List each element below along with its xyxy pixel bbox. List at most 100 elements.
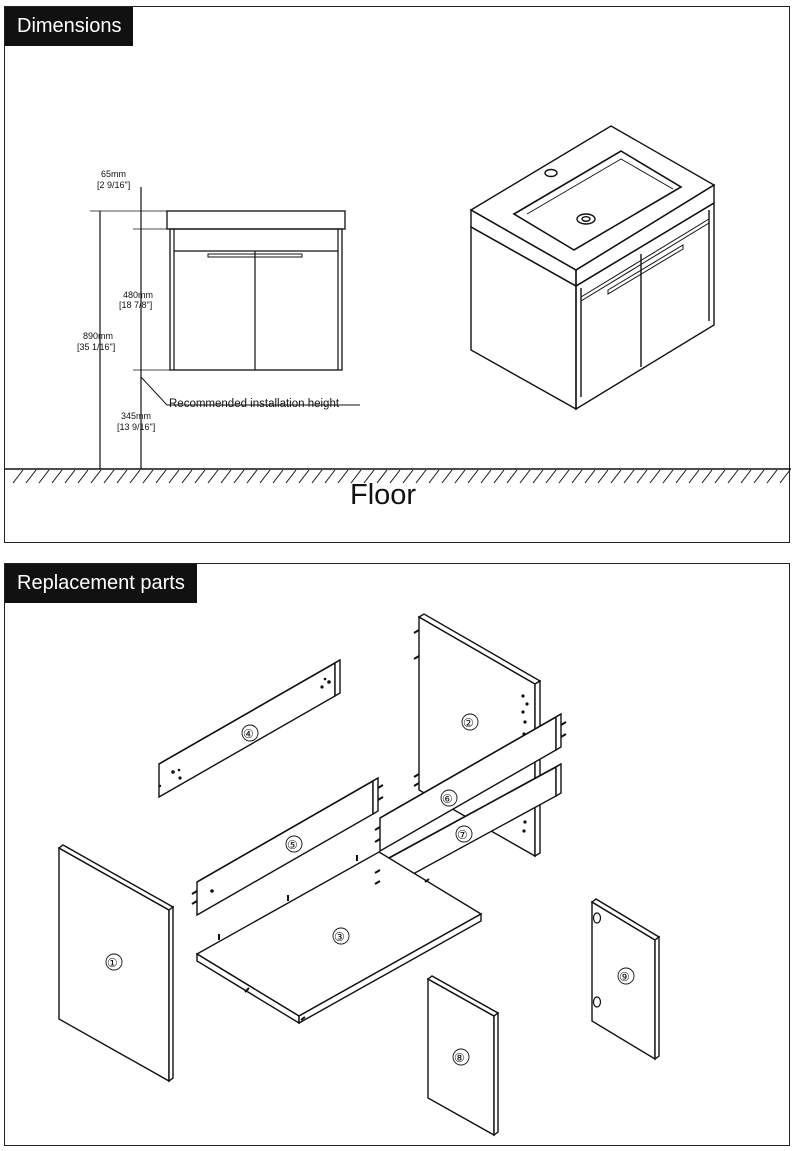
replacement-parts-panel: Replacement parts [4,563,790,1146]
recommended-height-label: Recommended installation height [169,398,340,410]
floor-hatch-mark [298,469,310,484]
floor-hatch-mark [779,469,791,484]
recommended-height-leader [140,376,360,406]
part-4-marker [241,724,259,742]
floor-hatch-mark [38,469,50,484]
part-6-label: ⑥ [442,792,453,806]
floor-hatch-mark [64,469,76,484]
floor-hatch-mark [727,469,739,484]
floor-hatch-mark [194,469,206,484]
floor-hatch-mark [766,469,778,484]
part-7-marker [455,825,473,843]
part-2-marker [461,713,479,731]
floor-hatch-mark [129,469,141,484]
floor-hatch-mark [649,469,661,484]
floor-hatch-mark [519,469,531,484]
cabinet-height-mm: 480mm [123,290,153,300]
floor-hatch-mark [142,469,154,484]
floor-hatch-mark [272,469,284,484]
floor-hatch-mark [636,469,648,484]
floor-hatch-mark [480,469,492,484]
part-5-marker [285,835,303,853]
floor-hatch-mark [428,469,440,484]
floor-hatch-mark [233,469,245,484]
floor-hatch-mark [623,469,635,484]
floor-hatch-mark [740,469,752,484]
floor-gap-mm: 345mm [121,411,151,421]
floor-hatch-mark [246,469,258,484]
exploded-parts-diagram: ① ② ③ ④ ⑤ ⑥ ⑦ ⑧ ⑨ [57,613,661,1137]
floor-hatch-mark [311,469,323,484]
floor-gap-in: [13 9/16"] [117,422,155,432]
part-9-label: ⑨ [619,970,630,984]
dowel-pins [191,629,567,1021]
part-6-marker [440,789,458,807]
floor-hatching [12,469,791,484]
floor-hatch-mark [688,469,700,484]
floor-hatch-mark [675,469,687,484]
total-height-mm: 890mm [83,331,113,341]
floor-hatch-mark [285,469,297,484]
part-5-rail [196,776,379,917]
part-8-marker [452,1048,470,1066]
floor-hatch-mark [532,469,544,484]
floor-hatch-mark [51,469,63,484]
dimensions-diagram: 65mm [2 9/16"] 480mm [18 7/8"] 890mm [35… [5,125,791,511]
floor-hatch-mark [12,469,24,484]
part-3-label: ③ [334,930,345,944]
floor-hatch-mark [571,469,583,484]
floor-hatch-mark [610,469,622,484]
floor-hatch-mark [584,469,596,484]
part-2-label: ② [463,716,474,730]
floor-hatch-mark [220,469,232,484]
floor-hatch-mark [116,469,128,484]
floor-hatch-mark [324,469,336,484]
floor-hatch-mark [376,469,388,484]
floor-hatch-mark [597,469,609,484]
part-4-label: ④ [243,727,254,741]
floor-hatch-mark [558,469,570,484]
floor-hatch-mark [714,469,726,484]
floor-label: Floor [350,479,416,511]
floor-hatch-mark [402,469,414,484]
floor-hatch-mark [467,469,479,484]
part-9-marker [617,967,635,985]
front-view-vanity [166,210,346,371]
floor-hatch-mark [350,469,362,484]
door-hinges [592,912,602,1008]
dimensions-panel: Dimensions [4,6,791,543]
floor-hatch-mark [415,469,427,484]
floor-hatch-mark [506,469,518,484]
floor-hatch-mark [259,469,271,484]
floor-hatch-mark [207,469,219,484]
floor-hatch-mark [545,469,557,484]
floor-hatch-mark [701,469,713,484]
part-5-label: ⑤ [287,838,298,852]
floor-hatch-mark [181,469,193,484]
floor-hatch-mark [389,469,401,484]
replacement-parts-title: Replacement parts [5,564,197,603]
total-height-in: [35 1/16"] [77,342,115,352]
top-height-in: [2 9/16"] [97,180,130,190]
part-7-label: ⑦ [457,828,468,842]
floor-hatch-mark [168,469,180,484]
cabinet-height-in: [18 7/8"] [119,300,152,310]
floor-hatch-mark [441,469,453,484]
floor-hatch-mark [337,469,349,484]
floor-hatch-mark [454,469,466,484]
part-8-label: ⑧ [454,1051,465,1065]
part-1-marker [105,953,123,971]
top-height-mm: 65mm [101,169,126,179]
part-1-label: ① [107,956,118,970]
isometric-vanity [469,125,716,411]
floor-hatch-mark [103,469,115,484]
floor-hatch-mark [90,469,102,484]
floor-hatch-mark [77,469,89,484]
floor-hatch-mark [493,469,505,484]
part-3-marker [332,927,350,945]
floor-hatch-mark [363,469,375,484]
floor-hatch-mark [753,469,765,484]
floor-hatch-mark [155,469,167,484]
screw-holes [158,677,529,893]
floor-hatch-mark [662,469,674,484]
